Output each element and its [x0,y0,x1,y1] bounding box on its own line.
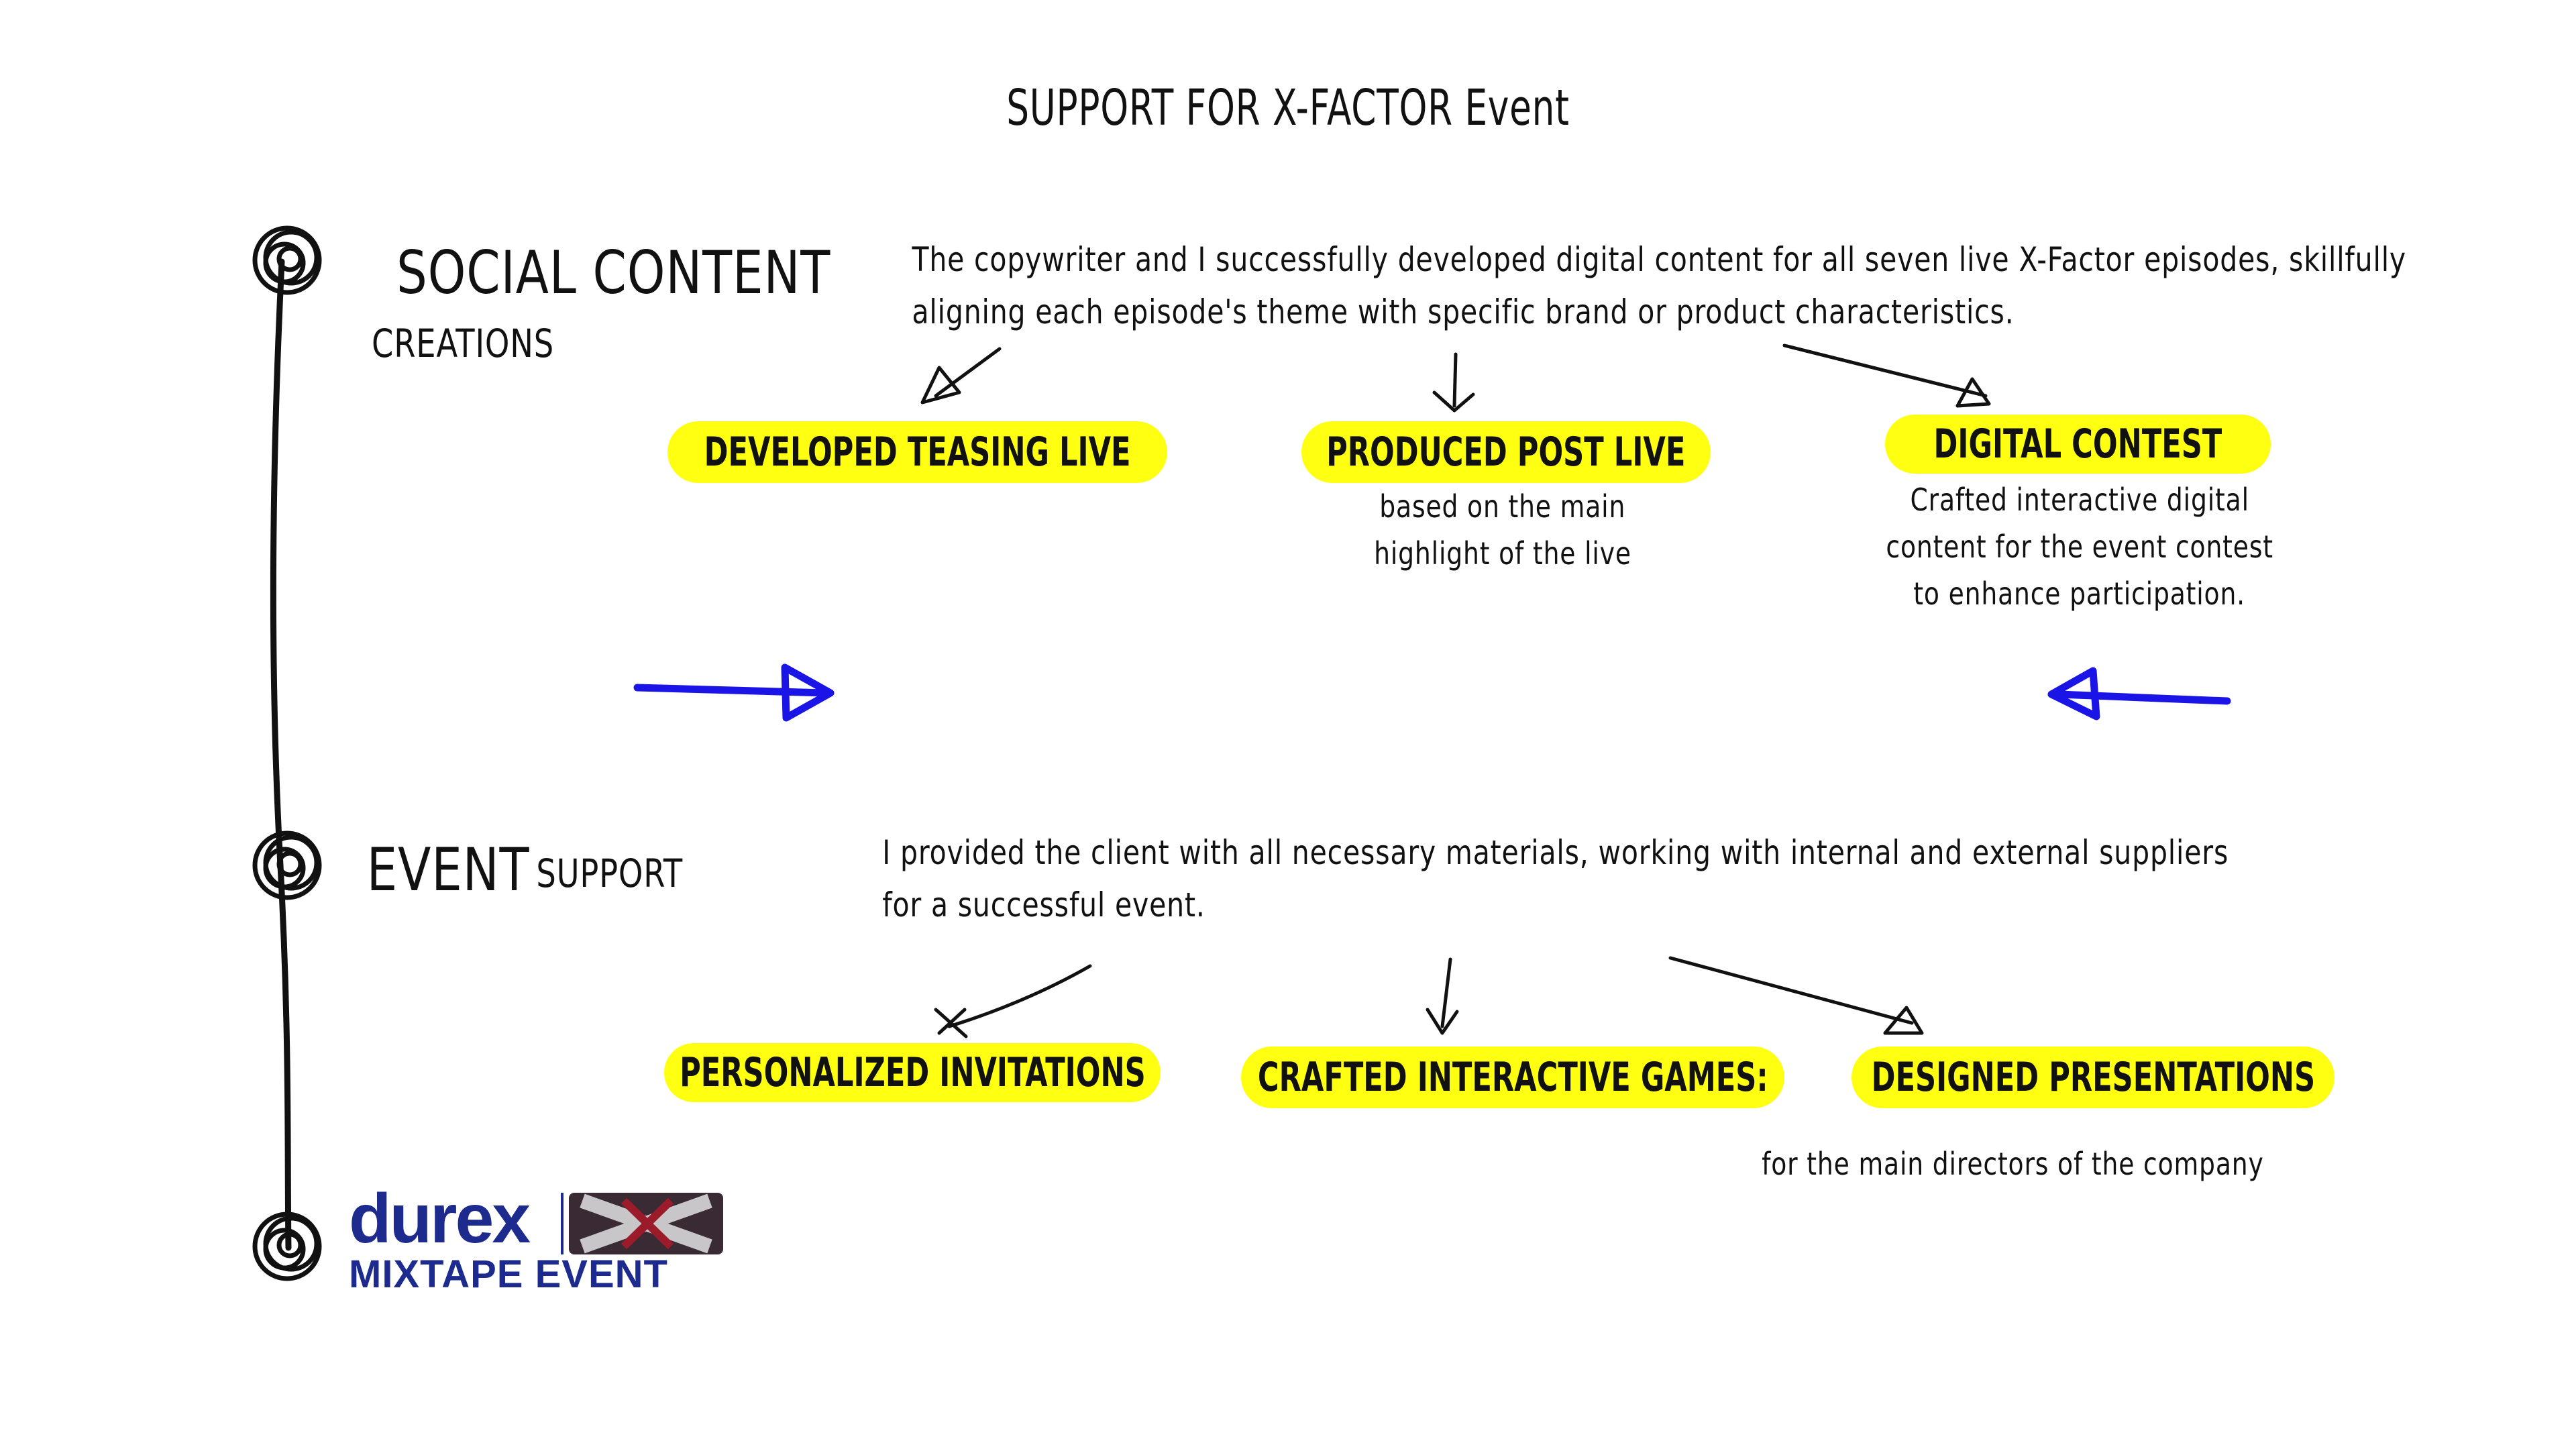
blue-arrow-right [2047,667,2231,720]
note-line: for the main directors of the company [1761,1146,2264,1182]
note-post-live: based on the main highlight of the live [1261,483,1744,577]
section-heading-social: SOCIAL CONTENT [396,238,831,307]
page-title: SUPPORT FOR X-FACTOR Event [1006,79,1570,137]
section-subheading-social: CREATIONS [372,321,555,366]
item-digital-contest: DIGITAL CONTEST [1885,415,2271,474]
arrow-to-teasing [920,347,1002,405]
social-description-line: aligning each episode's theme with speci… [912,292,2015,331]
arrow-to-post-live [1432,352,1475,413]
note-line: based on the main [1379,488,1626,525]
item-post-live: PRODUCED POST LIVE [1301,421,1711,483]
item-label: DEVELOPED TEASING LIVE [704,429,1131,476]
note-line: to enhance participation. [1913,576,2246,612]
note-digital-contest: Crafted interactive digital content for … [1805,476,2355,617]
arrow-to-presentations [1668,956,1924,1035]
item-designed-presentations: DESIGNED PRESENTATIONS [1851,1046,2334,1108]
event-description-line: for a successful event. [882,885,1205,924]
note-presentations: for the main directors of the company [1704,1140,2321,1187]
timeline-line [270,258,292,1251]
item-label: DIGITAL CONTEST [1933,421,2222,468]
section-subheading-event: SUPPORT [536,851,684,896]
brand-logo: durex MIXTAPE EVENT [349,1184,751,1295]
xfactor-logo-icon [561,1193,723,1254]
event-description: I provided the client with all necessary… [882,826,2229,931]
arrow-to-invitations [934,964,1092,1038]
item-personalized-invitations: PERSONALIZED INVITATIONS [664,1043,1161,1102]
note-line: highlight of the live [1374,535,1631,572]
blue-arrow-left [633,663,835,722]
section-heading-event: EVENT [366,835,530,904]
item-label: PERSONALIZED INVITATIONS [679,1049,1146,1096]
arrow-to-contest [1782,343,1991,408]
event-description-line: I provided the client with all necessary… [882,833,2229,872]
timeline-node-brand [252,1212,322,1281]
item-label: CRAFTED INTERACTIVE GAMES: [1257,1054,1768,1101]
brand-event-name: MIXTAPE EVENT [349,1252,668,1296]
timeline-node-event [252,830,322,900]
social-description-line: The copywriter and I successfully develo… [912,240,2407,279]
item-teasing-live: DEVELOPED TEASING LIVE [667,421,1167,483]
timeline-node-social [252,225,322,295]
item-label: PRODUCED POST LIVE [1326,429,1686,476]
social-description: The copywriter and I successfully develo… [912,233,2406,338]
item-interactive-games: CRAFTED INTERACTIVE GAMES: [1241,1046,1784,1108]
arrow-to-games [1426,957,1459,1035]
item-label: DESIGNED PRESENTATIONS [1871,1054,2315,1101]
note-line: Crafted interactive digital [1910,482,2249,518]
durex-logo: durex [349,1180,531,1258]
note-line: content for the event contest [1886,529,2273,565]
